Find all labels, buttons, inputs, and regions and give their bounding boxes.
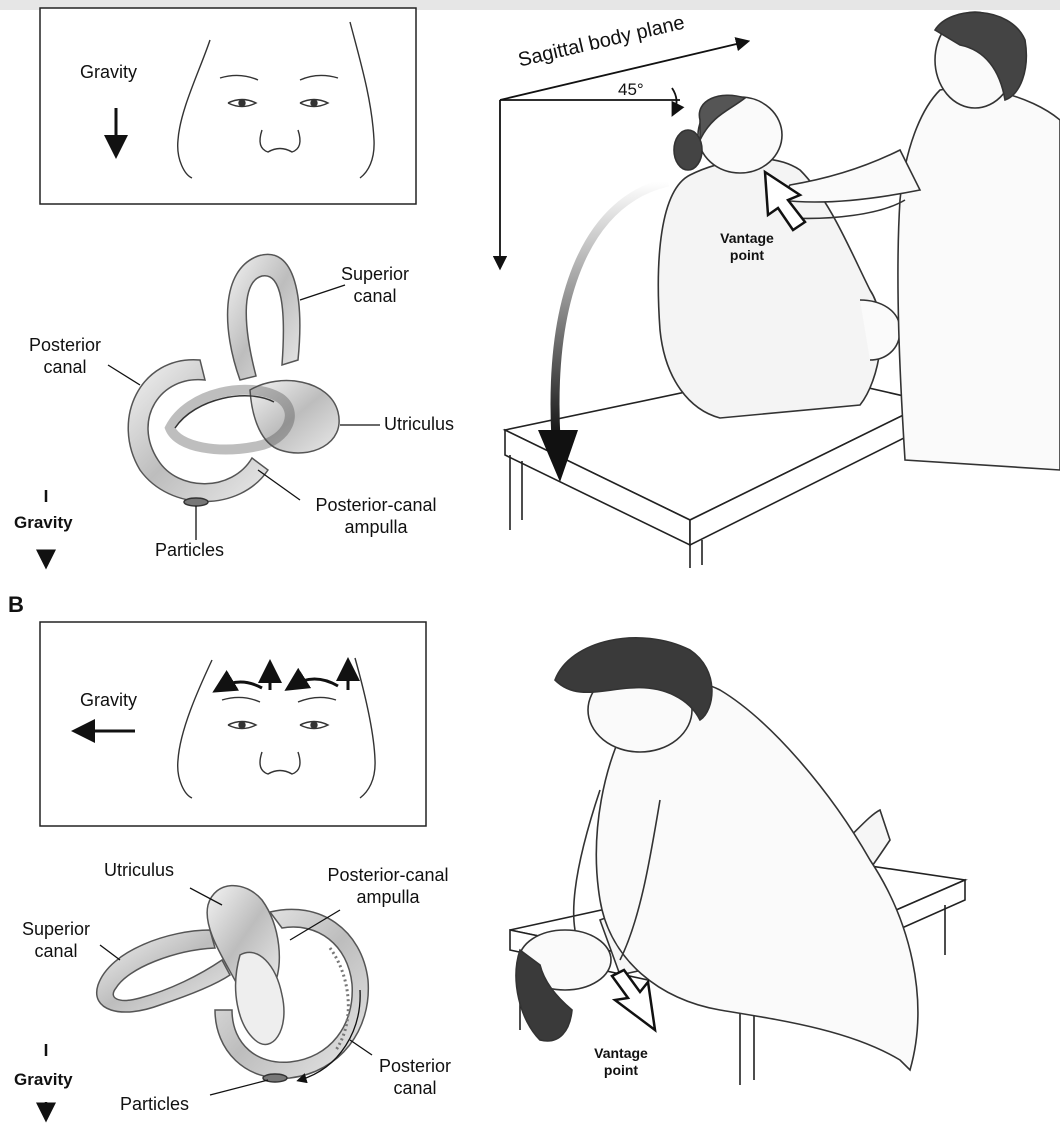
panel-b-labyrinth (95, 884, 370, 1083)
panel-b-nystagmus-arrows (212, 657, 360, 693)
panel-b-labyrinth-leaders (99, 887, 373, 1096)
panel-a-motion-arrow (550, 177, 670, 441)
panel-b-vantage-arrow (610, 968, 657, 1033)
panel-a-posterior-canal-ampulla-label: Posterior-canal ampulla (315, 495, 437, 537)
panel-b-utriculus-label: Utriculus (104, 860, 175, 880)
panel-a-patient-scene (492, 11, 1060, 568)
top-strip (0, 0, 1060, 10)
panel-a-face-box (39, 7, 417, 205)
panel-b-face (177, 657, 376, 799)
panel-b-doctor (554, 637, 919, 1072)
panel-a-posterior-canal-label: Posterior canal (28, 335, 102, 377)
panel-a-labyrinth (127, 253, 340, 507)
panel-b-vantage-label: Vantage point (594, 1045, 648, 1078)
panel-a-face (177, 21, 375, 179)
panel-b-particles-label: Particles (120, 1094, 190, 1114)
panel-b-posterior-canal-ampulla-label: Posterior-canal ampulla (327, 865, 449, 907)
panel-a-vantage-arrow (763, 169, 807, 232)
panel-b-superior-canal-label: Superior canal (21, 919, 91, 961)
panel-a-doctor (778, 11, 1060, 471)
panel-b-patient-scene (509, 637, 968, 1085)
panel-a-utriculus-label: Utriculus (384, 414, 455, 434)
panel-a-face-gravity-label: Gravity (80, 62, 138, 82)
panel-b-face-box (39, 621, 427, 827)
panel-b-section-label: B (8, 592, 24, 617)
panel-b-particle-path-arrow (296, 989, 361, 1084)
panel-a-patient (657, 94, 901, 419)
panel-a-vantage-label: Vantage point (720, 230, 774, 263)
panel-a-labyrinth-leaders (107, 284, 380, 540)
panel-a-particles-mark (183, 497, 209, 507)
panel-b-particles-mark (262, 1073, 288, 1083)
panel-a-angle-label: 45° (618, 80, 644, 99)
panel-a-plane-axes (492, 37, 751, 271)
panel-a-particles-label: Particles (155, 540, 225, 560)
panel-b-posterior-canal-label: Posterior canal (378, 1056, 452, 1098)
panel-a-superior-canal-label: Superior canal (340, 264, 410, 306)
panel-a-labyrinth-gravity-label: Gravity (14, 513, 73, 532)
panel-b-face-gravity-label: Gravity (80, 690, 138, 710)
panel-b-labyrinth-gravity-label: Gravity (14, 1070, 73, 1089)
